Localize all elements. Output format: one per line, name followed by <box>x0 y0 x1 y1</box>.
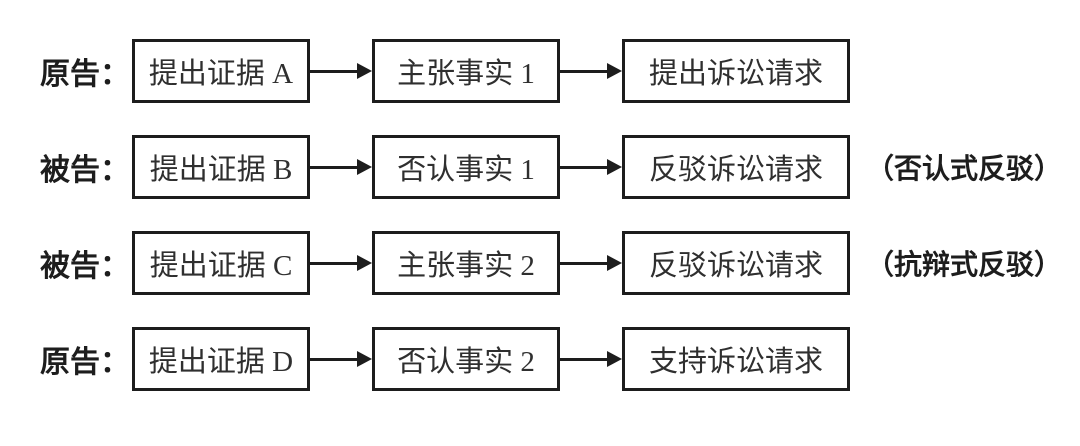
arrow-head <box>607 351 622 367</box>
flow-row-plaintiff-2: 原告： 提出证据 D 否认事实 2 支持诉讼请求 <box>0 326 1080 392</box>
fact-box: 否认事实 2 <box>372 327 560 391</box>
arrow-right-icon <box>310 63 372 79</box>
arrow-line <box>310 165 357 169</box>
arrow-line <box>310 69 357 73</box>
arrow-right-icon <box>310 255 372 271</box>
flow-row-defendant-2: 被告： 提出证据 C 主张事实 2 反驳诉讼请求 （抗辩式反驳） <box>0 230 1080 296</box>
claim-box: 反驳诉讼请求 <box>622 135 850 199</box>
fact-box: 否认事实 1 <box>372 135 560 199</box>
rebuttal-note: （抗辩式反驳） <box>866 250 1063 281</box>
arrow-right-icon <box>560 159 622 175</box>
box-text: 反驳诉讼请求 <box>648 250 823 282</box>
arrow-right-icon <box>560 63 622 79</box>
box-text: 支持诉讼请求 <box>648 346 823 378</box>
box-text: 否认事实 2 <box>397 346 535 378</box>
box-text: 主张事实 2 <box>397 250 535 282</box>
box-text: 否认事实 1 <box>397 154 535 186</box>
box-text: 提出证据 A <box>148 58 294 90</box>
arrow-right-icon <box>310 159 372 175</box>
box-text: 提出证据 D <box>148 346 294 378</box>
arrow-head <box>607 255 622 271</box>
flow-row-plaintiff-1: 原告： 提出证据 A 主张事实 1 提出诉讼请求 <box>0 38 1080 104</box>
arrow-line <box>310 357 357 361</box>
arrow-line <box>560 357 607 361</box>
actor-label: 原告： <box>40 346 130 379</box>
arrow-head <box>607 63 622 79</box>
actor-label: 原告： <box>40 58 130 91</box>
fact-box: 主张事实 1 <box>372 39 560 103</box>
fact-box: 主张事实 2 <box>372 231 560 295</box>
arrow-line <box>310 261 357 265</box>
box-text: 反驳诉讼请求 <box>648 154 823 186</box>
box-text: 提出证据 C <box>149 250 293 282</box>
box-text: 主张事实 1 <box>397 58 535 90</box>
arrow-head <box>357 63 372 79</box>
arrow-head <box>607 159 622 175</box>
box-text: 提出诉讼请求 <box>648 58 823 90</box>
evidence-box: 提出证据 C <box>132 231 310 295</box>
actor-label: 被告： <box>40 250 130 283</box>
actor-label: 被告： <box>40 154 130 187</box>
evidence-box: 提出证据 A <box>132 39 310 103</box>
arrow-right-icon <box>310 351 372 367</box>
arrow-right-icon <box>560 255 622 271</box>
arrow-head <box>357 255 372 271</box>
arrow-head <box>357 159 372 175</box>
arrow-line <box>560 69 607 73</box>
rebuttal-note: （否认式反驳） <box>866 154 1063 185</box>
claim-box: 提出诉讼请求 <box>622 39 850 103</box>
evidence-box: 提出证据 D <box>132 327 310 391</box>
evidence-box: 提出证据 B <box>132 135 310 199</box>
arrow-line <box>560 261 607 265</box>
arrow-right-icon <box>560 351 622 367</box>
arrow-line <box>560 165 607 169</box>
arrow-head <box>357 351 372 367</box>
box-text: 提出证据 B <box>149 154 293 186</box>
flow-row-defendant-1: 被告： 提出证据 B 否认事实 1 反驳诉讼请求 （否认式反驳） <box>0 134 1080 200</box>
claim-box: 支持诉讼请求 <box>622 327 850 391</box>
claim-box: 反驳诉讼请求 <box>622 231 850 295</box>
